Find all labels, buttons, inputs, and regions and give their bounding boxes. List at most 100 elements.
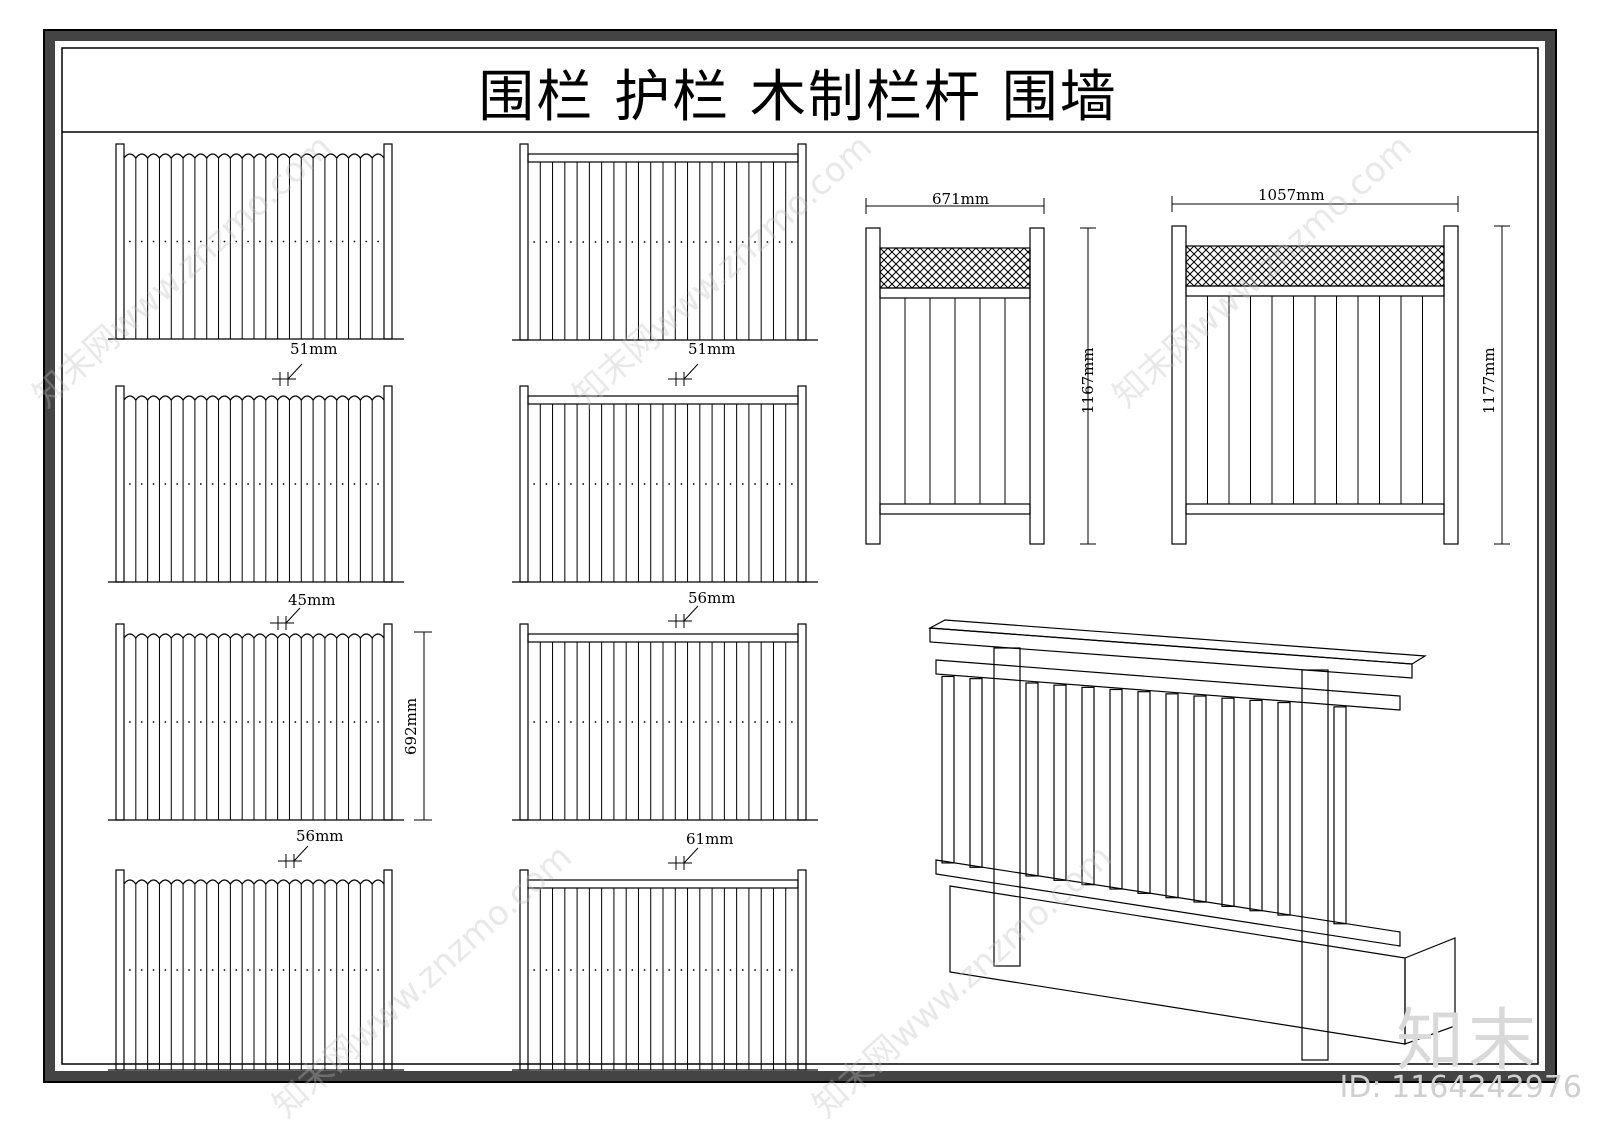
- lattice-bar: [1209, 246, 1251, 286]
- dim-1177mm: 1177mm: [1480, 347, 1498, 414]
- nail: [329, 721, 332, 723]
- lattice-bar: [1474, 246, 1514, 286]
- baluster: [1025, 682, 1039, 877]
- nail: [247, 969, 249, 971]
- nail: [211, 483, 214, 485]
- top-rail: [527, 879, 799, 889]
- fence-elevation: [512, 143, 818, 341]
- fence-elevation: [108, 143, 404, 340]
- lattice-bar: [1393, 246, 1435, 286]
- nail: [533, 241, 536, 243]
- nail: [341, 969, 344, 971]
- nail: [729, 721, 732, 723]
- nail: [619, 721, 621, 723]
- nail: [545, 969, 548, 971]
- outer-frame: [43, 29, 1557, 1083]
- nail: [717, 969, 720, 971]
- fence-post: [519, 623, 529, 821]
- lattice-bar: [1040, 248, 1080, 288]
- dim-51mm-a: 51mm: [290, 340, 338, 358]
- lattice-bar: [1233, 246, 1275, 286]
- nail: [140, 483, 143, 485]
- nail: [353, 721, 356, 723]
- nail: [318, 483, 320, 485]
- nail: [164, 721, 167, 723]
- railing-post: [1301, 669, 1329, 1061]
- lattice-bar: [880, 248, 897, 265]
- bottom-rail: [935, 859, 1401, 947]
- nail: [188, 240, 190, 243]
- nail: [270, 483, 273, 485]
- nail: [152, 240, 155, 243]
- nail: [619, 483, 621, 485]
- nail: [341, 721, 344, 723]
- nail: [235, 240, 238, 243]
- nail: [294, 483, 297, 485]
- lattice-bar: [1186, 277, 1195, 286]
- nail: [365, 721, 368, 723]
- nail: [329, 240, 332, 243]
- top-rail: [527, 633, 799, 643]
- fence-elevation: [512, 869, 818, 1071]
- nail: [655, 483, 658, 485]
- mid-rail: [1185, 285, 1445, 297]
- nail: [766, 241, 769, 243]
- panel-post: [1029, 227, 1045, 545]
- nail: [606, 969, 609, 971]
- nail: [594, 483, 597, 485]
- nail: [294, 721, 297, 723]
- lattice-bar: [919, 248, 961, 288]
- scallop-top: [123, 633, 385, 640]
- lattice-bar: [1377, 246, 1419, 286]
- lattice-bar: [903, 248, 945, 288]
- nail: [631, 969, 634, 971]
- nail: [557, 241, 560, 243]
- lattice-bar: [1032, 248, 1072, 288]
- lattice-bar: [975, 248, 1017, 288]
- nail: [164, 969, 167, 971]
- nail: [377, 721, 379, 723]
- nail: [631, 483, 634, 485]
- scallop-top: [123, 879, 385, 886]
- nail: [199, 240, 202, 243]
- nail: [766, 483, 769, 485]
- scallop-top: [123, 395, 385, 402]
- nail: [680, 241, 683, 243]
- nail: [729, 969, 732, 971]
- lattice-bar: [1466, 246, 1506, 286]
- nail: [282, 483, 285, 485]
- lattice-bar: [1450, 246, 1490, 286]
- cap-rail-top: [927, 619, 1427, 665]
- lattice-bar: [1450, 246, 1490, 286]
- railing-perspective: [927, 619, 1456, 1061]
- lattice-bar: [935, 248, 977, 288]
- baluster: [1333, 706, 1347, 925]
- nail: [188, 483, 190, 485]
- lattice-bar: [880, 248, 881, 249]
- nail: [353, 240, 356, 243]
- nail: [533, 969, 536, 971]
- fence-post: [519, 385, 529, 583]
- dim-51mm-b: 51mm: [688, 340, 736, 358]
- nail: [533, 483, 536, 485]
- nail: [282, 240, 285, 243]
- fence-post: [383, 385, 393, 583]
- nail: [741, 483, 744, 485]
- lattice-bar: [1186, 246, 1195, 255]
- lattice-bar: [1015, 248, 1030, 263]
- lattice-bar: [1289, 246, 1331, 286]
- fence-post: [797, 869, 807, 1071]
- bottom-rail: [879, 503, 1031, 515]
- nail: [680, 483, 683, 485]
- fence-post: [519, 869, 529, 1071]
- nail: [247, 721, 249, 723]
- nail: [533, 721, 536, 723]
- nail: [211, 240, 214, 243]
- lattice-bar: [895, 248, 937, 288]
- nail: [199, 969, 202, 971]
- nail: [164, 240, 167, 243]
- nail: [129, 483, 131, 485]
- dim-692mm: 692mm: [402, 698, 420, 755]
- nail: [270, 721, 273, 723]
